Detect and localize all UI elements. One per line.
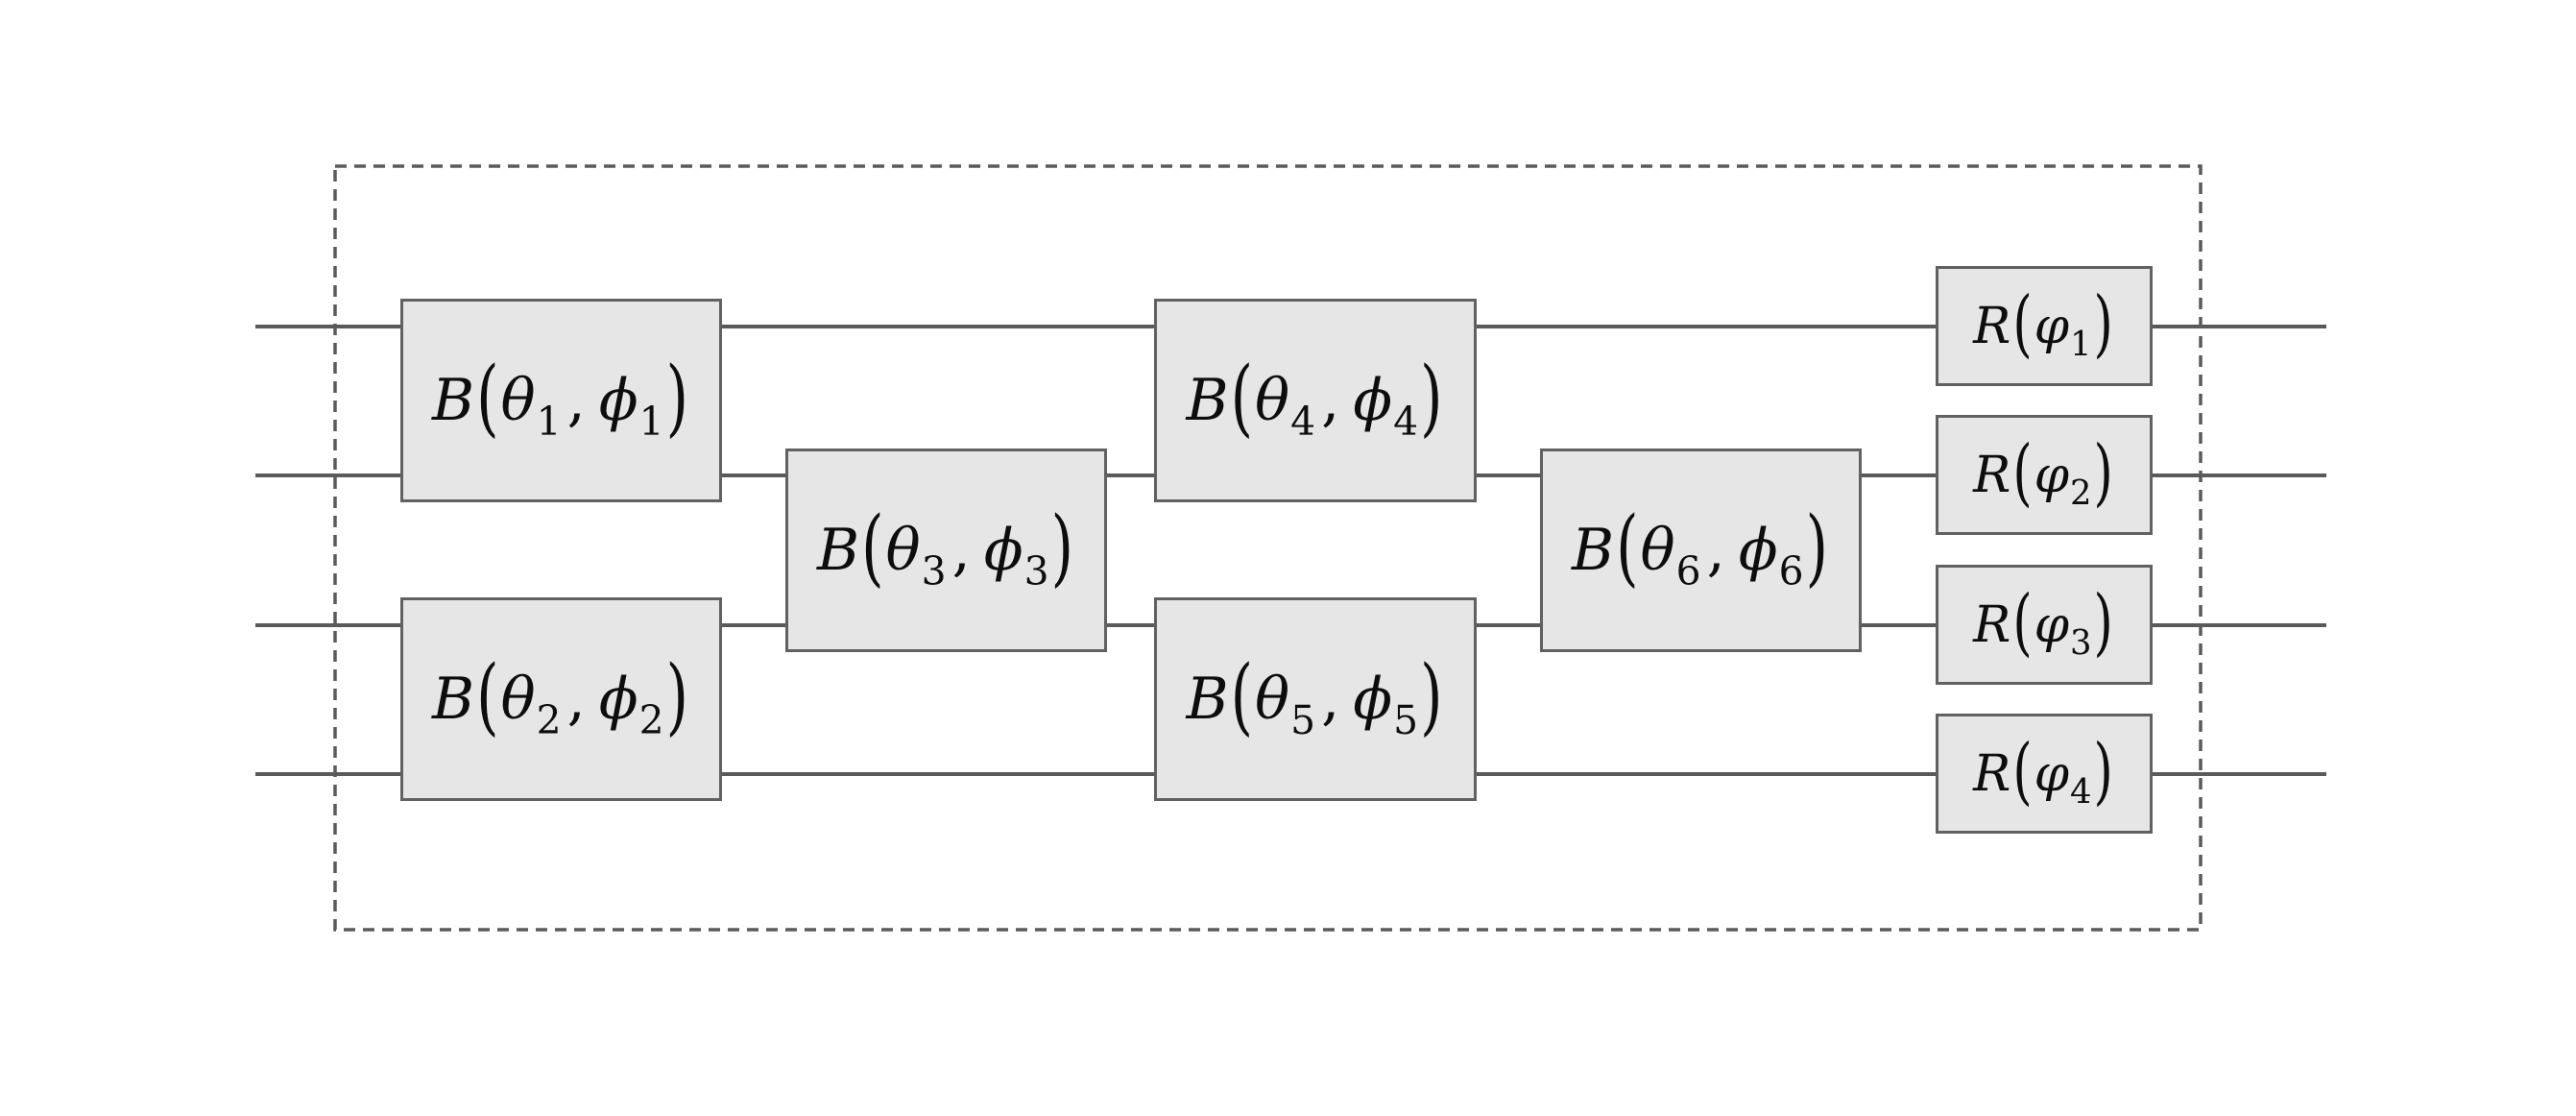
gate-label: B(θ4,ϕ4) (1186, 349, 1443, 448)
gate-label: B(θ2,ϕ2) (432, 647, 688, 746)
gate-label: B(θ1,ϕ1) (432, 349, 688, 448)
gate-label: B(θ3,ϕ3) (817, 498, 1073, 597)
gate-rotation-1: R(φ1) (1936, 266, 2153, 386)
gate-beamsplitter-2: B(θ2,ϕ2) (400, 597, 722, 801)
gate-rotation-3: R(φ3) (1936, 565, 2153, 685)
dashed-boundary-rect (333, 164, 2203, 932)
gate-rotation-4: R(φ4) (1936, 714, 2153, 834)
gate-label: R(φ2) (1973, 430, 2113, 515)
gate-label: R(φ4) (1973, 729, 2113, 813)
gate-label: R(φ3) (1973, 580, 2113, 665)
gate-beamsplitter-4: B(θ4,ϕ4) (1154, 299, 1477, 502)
gate-rotation-2: R(φ2) (1936, 415, 2153, 535)
gate-label: B(θ6,ϕ6) (1572, 498, 1828, 597)
gate-beamsplitter-5: B(θ5,ϕ5) (1154, 597, 1477, 801)
gate-beamsplitter-1: B(θ1,ϕ1) (400, 299, 722, 502)
gate-label: B(θ5,ϕ5) (1186, 647, 1443, 746)
gate-label: R(φ1) (1973, 281, 2113, 366)
gate-beamsplitter-6: B(θ6,ϕ6) (1540, 449, 1862, 652)
gate-beamsplitter-3: B(θ3,ϕ3) (785, 449, 1107, 652)
